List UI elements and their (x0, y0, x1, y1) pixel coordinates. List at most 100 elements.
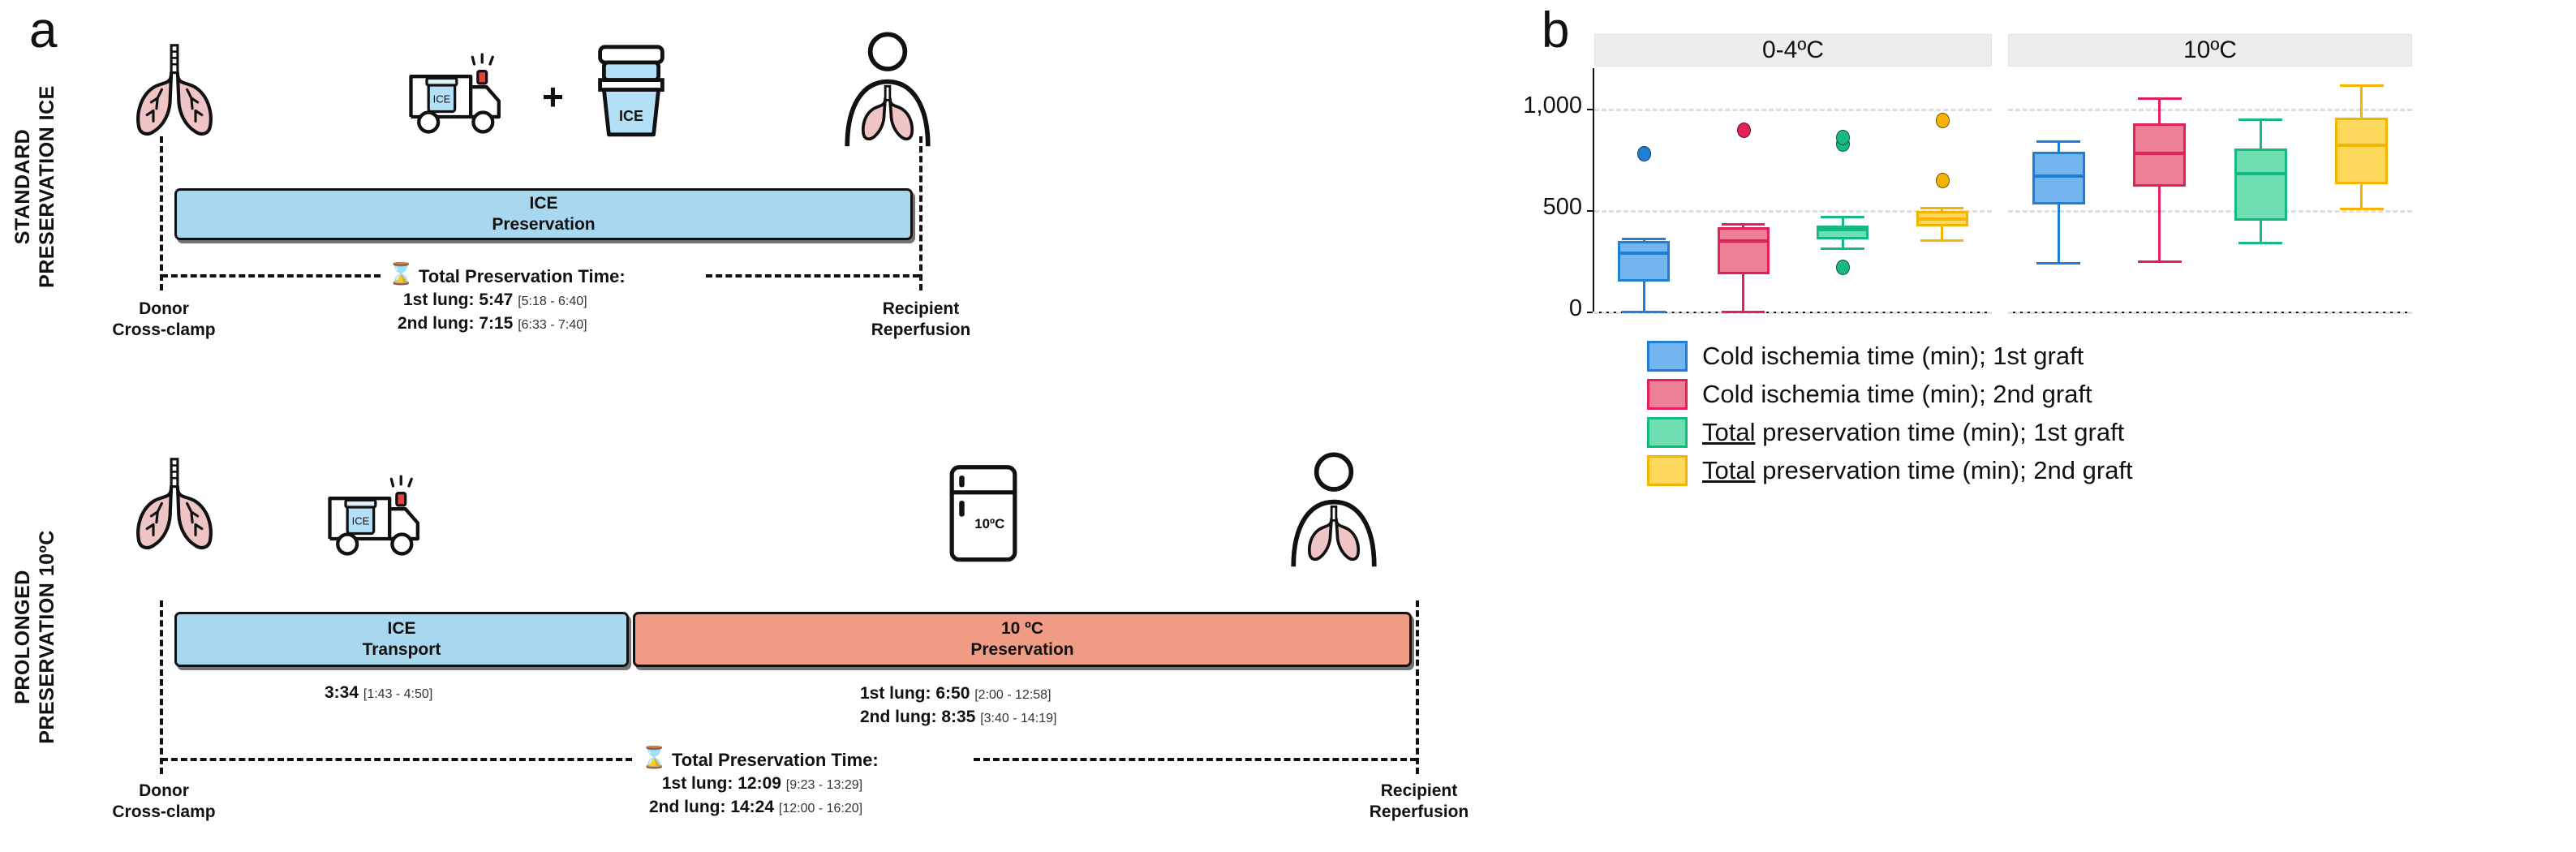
boxplot-median (1618, 251, 1671, 255)
boxplot-whisker-upper (2259, 119, 2262, 148)
prolonged-preservation-side-label: PROLONGED PRESERVATION 10ºC (11, 530, 58, 744)
total-first-lung-prolonged: 1st lung: 12:09 [9:23 - 13:29] (661, 774, 863, 793)
total-first-lung-standard: 1st lung: 5:47 [5:18 - 6:40] (402, 290, 587, 309)
boxplot-outlier (1935, 172, 1950, 188)
boxplot-cap-upper (2238, 118, 2283, 122)
boxplot-cap-upper (1622, 237, 1666, 240)
y-tick-mark (1587, 109, 1593, 110)
boxplot-cap-lower (1920, 239, 1964, 242)
svg-text:10ºC: 10ºC (974, 516, 1004, 531)
boxplot-whisker-lower (2360, 183, 2363, 209)
ten-c-first-lung: 1st lung: 6:50 [2:00 - 12:58] (860, 684, 1051, 703)
hourglass-icon: ⌛ (641, 745, 668, 769)
prolonged-preservation-row: PROLONGED PRESERVATION 10ºC (0, 438, 1469, 852)
legend-label-total-preservation-1st: Total preservation time (min); 1st graft (1702, 418, 2125, 446)
gridline (2008, 109, 2412, 111)
recipient-reperfusion-marker (919, 136, 922, 290)
boxplot-median (2335, 144, 2389, 147)
gridline (1594, 312, 1992, 314)
recipient-reperfusion-label-standard: Recipient Reperfusion (871, 299, 971, 340)
y-tick-mark (1587, 312, 1593, 313)
panel-a: a STANDARD PRESERVATION ICE (0, 0, 1469, 852)
y-tick-mark (1587, 210, 1593, 212)
boxplot-outlier (1935, 112, 1950, 128)
boxplot-whisker-lower (1941, 226, 1944, 241)
donor-crossclamp-marker (160, 136, 163, 290)
legend-swatch-cold-ischemia-2nd (1647, 379, 1688, 410)
boxplot-median (2133, 152, 2187, 155)
boxplot-cap-upper (2036, 140, 2081, 143)
gridline (2008, 312, 2412, 314)
legend-item-3[interactable]: Total preservation time (min); 2nd graft (1647, 455, 2133, 486)
total-time-line-right (974, 758, 1417, 761)
svg-text:ICE: ICE (619, 108, 643, 124)
ten-c-second-lung: 2nd lung: 8:35 [3:40 - 14:19] (860, 708, 1057, 727)
boxplot-whisker-upper (2158, 98, 2161, 123)
ten-c-preservation-bar: 10 ºC Preservation (633, 612, 1412, 667)
y-axis-line (1593, 68, 1594, 312)
boxplot-cap-upper (2137, 97, 2182, 100)
gridline (1594, 210, 1992, 213)
boxplot-outlier (1736, 123, 1751, 139)
ambulance-ice-icon: ICE (325, 472, 430, 567)
boxplot-whisker-lower (2259, 220, 2262, 243)
boxplot-cap-lower (1622, 310, 1666, 313)
boxplot-whisker-lower (1642, 281, 1645, 312)
ten-c-preservation-bar-line2: Preservation (970, 640, 1074, 659)
legend-item-1[interactable]: Cold ischemia time (min); 2nd graft (1647, 379, 2133, 410)
ambulance-ice-icon: ICE (406, 50, 511, 145)
legend-item-2[interactable]: Total preservation time (min); 1st graft (1647, 417, 2133, 448)
y-tick-label: 0 (1568, 295, 1582, 321)
boxplot-cap-upper (1821, 216, 1864, 219)
svg-text:ICE: ICE (352, 515, 370, 527)
panel-b-letter: b (1542, 2, 1570, 58)
ice-transport-bar-line2: Transport (362, 640, 441, 659)
gridline (1594, 109, 1992, 111)
y-tick-label: 500 (1542, 194, 1582, 220)
total-preservation-values-prolonged: 1st lung: 12:09 [9:23 - 13:29] 2nd lung:… (649, 772, 862, 820)
total-time-line-right (706, 274, 919, 278)
boxplot-median (1817, 227, 1869, 231)
boxplot-whisker-upper (2360, 85, 2363, 118)
boxplot-box (1717, 227, 1770, 274)
donor-crossclamp-label-prolonged: Donor Cross-clamp (112, 781, 216, 822)
total-time-line-left (161, 274, 381, 278)
boxplot-outlier (1836, 260, 1851, 275)
boxplot-box (2234, 148, 2287, 221)
boxplot-cap-upper (1920, 207, 1964, 209)
total-preservation-title-standard: Total Preservation Time: (419, 266, 626, 286)
boxplot-cap-upper (1721, 223, 1765, 226)
boxplot-cap-upper (2339, 84, 2384, 87)
ice-cooler-icon: ICE (592, 42, 670, 145)
svg-text:ICE: ICE (433, 93, 451, 105)
donor-crossclamp-label-standard: Donor Cross-clamp (112, 299, 216, 340)
ice-transport-time: 3:34 [1:43 - 4:50] (325, 683, 433, 702)
total-preservation-values-standard: 1st lung: 5:47 [5:18 - 6:40] 2nd lung: 7… (398, 289, 587, 336)
ice-transport-bar-line1: ICE (387, 619, 416, 639)
boxplot-box (1618, 240, 1671, 282)
boxplot-whisker-lower (2158, 187, 2161, 262)
y-tick-label: 1,000 (1523, 93, 1582, 118)
fridge-10c-icon: 10ºC (941, 461, 1026, 572)
boxplot-whisker-upper (1941, 208, 1944, 212)
total-second-lung-standard: 2nd lung: 7:15 [6:33 - 7:40] (398, 313, 587, 333)
boxplot-cap-lower (2339, 208, 2384, 211)
lungs-icon (122, 39, 227, 148)
ice-preservation-bar-line2: Preservation (492, 215, 596, 234)
boxplot-whisker-lower (2057, 204, 2060, 263)
boxplot-outlier (1637, 146, 1652, 161)
ice-transport-bar: ICE Transport (174, 612, 629, 667)
legend-swatch-total-preservation-2nd (1647, 455, 1688, 486)
recipient-reperfusion-label-prolonged: Recipient Reperfusion (1369, 781, 1469, 822)
ice-preservation-bar-line1: ICE (529, 194, 558, 213)
facet-label-10c: 10ºC (2008, 34, 2412, 67)
boxplot-box (2032, 151, 2085, 204)
legend-label-cold-ischemia-1st: Cold ischemia time (min); 1st graft (1702, 342, 2084, 370)
boxplot-cap-lower (1821, 247, 1864, 250)
legend-label-cold-ischemia-2nd: Cold ischemia time (min); 2nd graft (1702, 380, 2092, 408)
standard-preservation-row: STANDARD PRESERVATION ICE (0, 0, 1460, 422)
legend-item-0[interactable]: Cold ischemia time (min); 1st graft (1647, 341, 2133, 372)
boxplot-box (2335, 118, 2389, 184)
boxplot-whisker-upper (1742, 224, 1745, 228)
